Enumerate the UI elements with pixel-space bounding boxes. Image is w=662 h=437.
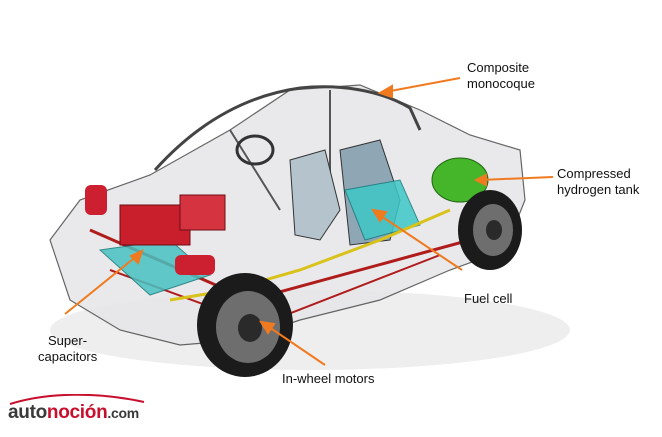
label-fuel-cell: Fuel cell [464, 291, 513, 306]
arrowhead-hydrogen [473, 173, 487, 187]
arrow-supercap [64, 254, 139, 315]
arrowhead-supercap [129, 249, 144, 265]
logo-part-auto: auto [8, 402, 47, 423]
red-cylinder-low [175, 255, 215, 275]
logo-part-nocion: noción [46, 402, 108, 423]
logo-part-com: .com [107, 405, 139, 421]
arrowhead-composite [377, 84, 393, 99]
leader-arrows [64, 77, 554, 366]
label-supercapacitors: Super- capacitors [38, 333, 98, 364]
label-in-wheel-motors: In-wheel motors [282, 371, 375, 386]
label-composite-monocoque: Composite monocoque [467, 60, 535, 91]
passenger-seat [289, 149, 341, 241]
arrowhead-motors [258, 320, 276, 335]
steering-wheel [235, 134, 275, 166]
label-hydrogen-tank: Compressed hydrogen tank [557, 166, 640, 197]
front-wheel [197, 273, 293, 377]
logo-swoosh [9, 394, 145, 405]
arrowhead-fuel-cell [370, 208, 388, 223]
arrow-hydrogen [479, 176, 554, 181]
red-cylinder-front [85, 185, 107, 215]
fuel-cell-stack [344, 179, 421, 241]
front-electronics-box-2 [179, 194, 226, 231]
arrow-fuel-cell [377, 213, 463, 271]
arrow-composite [384, 77, 461, 93]
arrow-motors [265, 324, 326, 366]
front-electronics-box [119, 204, 191, 246]
roof-frame [153, 85, 422, 172]
rear-wheel [458, 190, 522, 270]
site-logo: autonoción.com [8, 402, 139, 424]
